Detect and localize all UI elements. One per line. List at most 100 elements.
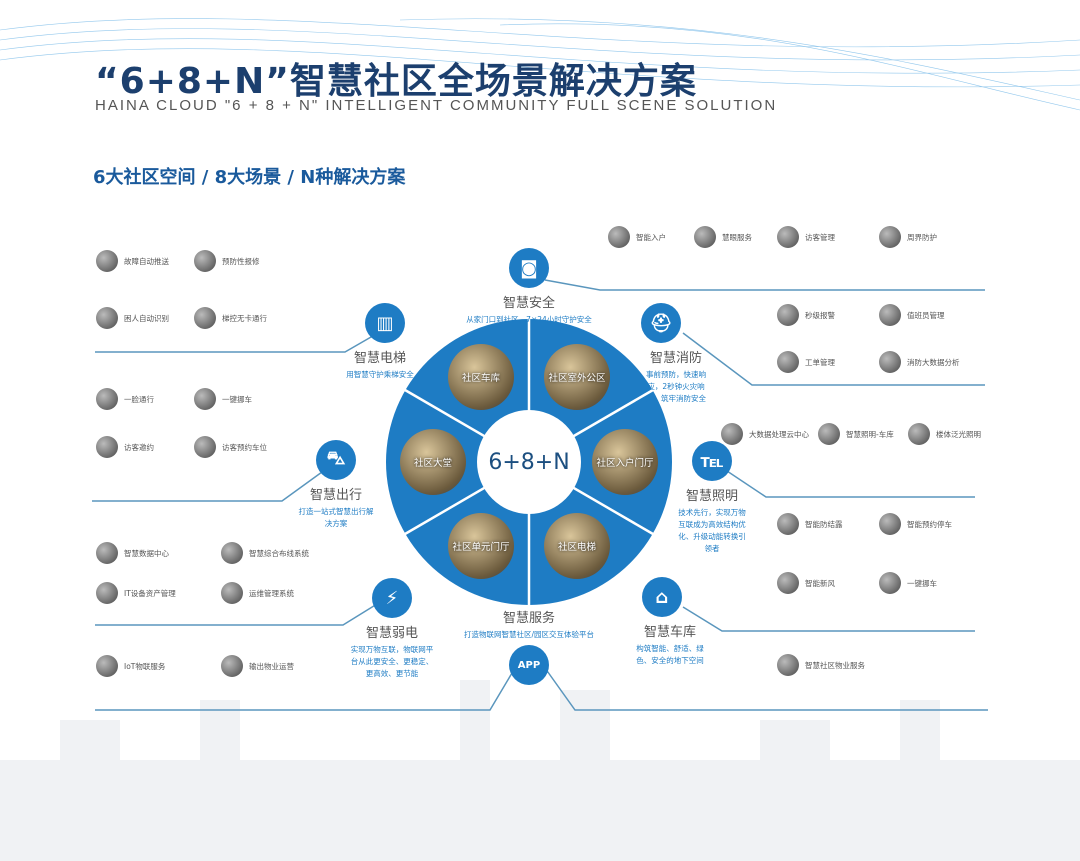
category-garage: ⌂智慧车库构筑智能、舒适、绿色、安全的地下空间 bbox=[634, 577, 706, 667]
space-outdoor: 社区室外公区 bbox=[544, 344, 610, 410]
wheel-center-label: 6+8+N bbox=[477, 410, 581, 514]
space-entrance-hall: 社区入户门厅 bbox=[592, 429, 658, 495]
category-security: ◙智慧安全从家门口到社区，7×24小时守护安全 bbox=[429, 248, 629, 326]
feature-label: 消防大数据分析 bbox=[907, 357, 960, 367]
space-garage: 社区车库 bbox=[448, 344, 514, 410]
feature-thumbnail bbox=[194, 436, 216, 458]
feature-item: 智能新风 bbox=[777, 572, 835, 594]
feature-item: 智能入户 bbox=[608, 226, 666, 248]
feature-label: 运维管理系统 bbox=[249, 588, 294, 598]
feature-thumbnail bbox=[96, 388, 118, 410]
feature-label: 困人自动识别 bbox=[124, 313, 169, 323]
space-lobby: 社区大堂 bbox=[400, 429, 466, 495]
feature-thumbnail bbox=[221, 542, 243, 564]
feature-item: 消防大数据分析 bbox=[879, 351, 960, 373]
feature-item: IT设备资产管理 bbox=[96, 582, 176, 604]
feature-item: 一键挪车 bbox=[194, 388, 252, 410]
feature-label: 访客预约车位 bbox=[222, 442, 267, 452]
category-weak-current: ⚡智慧弱电实现万物互联，物联网平台从此更安全、更稳定、更高效、更节能 bbox=[349, 578, 435, 680]
feature-item: 楼体泛光照明 bbox=[908, 423, 981, 445]
category-travel: ⛍智慧出行打造一站式智慧出行解决方案 bbox=[296, 440, 376, 530]
feature-thumbnail bbox=[221, 582, 243, 604]
feature-item: 一键挪车 bbox=[879, 572, 937, 594]
feature-item: 工单管理 bbox=[777, 351, 835, 373]
feature-item: 困人自动识别 bbox=[96, 307, 169, 329]
feature-thumbnail bbox=[879, 572, 901, 594]
feature-thumbnail bbox=[908, 423, 930, 445]
feature-item: 访客邀约 bbox=[96, 436, 154, 458]
feature-thumbnail bbox=[96, 542, 118, 564]
feature-label: 智能预约停车 bbox=[907, 519, 952, 529]
feature-thumbnail bbox=[96, 436, 118, 458]
feature-item: 故障自动推送 bbox=[96, 250, 169, 272]
feature-label: 值班员管理 bbox=[907, 310, 945, 320]
feature-item: 慧眼服务 bbox=[694, 226, 752, 248]
feature-item: 大数据处理云中心 bbox=[721, 423, 809, 445]
feature-thumbnail bbox=[96, 250, 118, 272]
feature-thumbnail bbox=[777, 226, 799, 248]
feature-item: 秒级报警 bbox=[777, 304, 835, 326]
elevator-icon: ▥ bbox=[365, 303, 405, 343]
feature-label: 智慧社区物业服务 bbox=[805, 660, 865, 670]
feature-item: 访客预约车位 bbox=[194, 436, 267, 458]
feature-thumbnail bbox=[96, 582, 118, 604]
feature-item: 智慧数据中心 bbox=[96, 542, 169, 564]
feature-label: 预防性报修 bbox=[222, 256, 260, 266]
street-lamp-icon: ℡ bbox=[692, 441, 732, 481]
feature-thumbnail bbox=[96, 655, 118, 677]
feature-item: 智慧社区物业服务 bbox=[777, 654, 865, 676]
feature-label: 智能新风 bbox=[805, 578, 835, 588]
feature-label: 智能入户 bbox=[636, 232, 666, 242]
feature-item: 一脸通行 bbox=[96, 388, 154, 410]
feature-thumbnail bbox=[721, 423, 743, 445]
feature-label: 智慧数据中心 bbox=[124, 548, 169, 558]
feature-thumbnail bbox=[777, 572, 799, 594]
feature-item: 访客管理 bbox=[777, 226, 835, 248]
feature-thumbnail bbox=[777, 351, 799, 373]
feature-label: 大数据处理云中心 bbox=[749, 429, 809, 439]
feature-thumbnail bbox=[694, 226, 716, 248]
category-fire: ⛑智慧消防事前预防，快速响应，2秒钟火灾响应，筑牢消防安全 bbox=[641, 303, 711, 405]
feature-thumbnail bbox=[879, 304, 901, 326]
category-elevator: ▥智慧电梯用智慧守护乘梯安全 bbox=[325, 303, 435, 381]
feature-item: 输出物业运营 bbox=[221, 655, 294, 677]
app-icon: APP bbox=[509, 645, 549, 685]
feature-thumbnail bbox=[96, 307, 118, 329]
feature-label: 智能防结露 bbox=[805, 519, 843, 529]
feature-thumbnail bbox=[777, 304, 799, 326]
feature-label: 智慧综合布线系统 bbox=[249, 548, 309, 558]
feature-label: 一脸通行 bbox=[124, 394, 154, 404]
car-gate-icon: ⛍ bbox=[316, 440, 356, 480]
feature-item: 预防性报修 bbox=[194, 250, 260, 272]
camera-icon: ◙ bbox=[509, 248, 549, 288]
feature-item: 值班员管理 bbox=[879, 304, 945, 326]
feature-thumbnail bbox=[221, 655, 243, 677]
feature-thumbnail bbox=[194, 307, 216, 329]
lightning-icon: ⚡ bbox=[372, 578, 412, 618]
feature-thumbnail bbox=[777, 654, 799, 676]
feature-item: 周界防护 bbox=[879, 226, 937, 248]
feature-thumbnail bbox=[777, 513, 799, 535]
feature-thumbnail bbox=[194, 250, 216, 272]
helmet-icon: ⛑ bbox=[641, 303, 681, 343]
space-unit-hall: 社区单元门厅 bbox=[448, 513, 514, 579]
feature-label: 输出物业运营 bbox=[249, 661, 294, 671]
feature-label: 故障自动推送 bbox=[124, 256, 169, 266]
feature-item: 梯控无卡通行 bbox=[194, 307, 267, 329]
feature-label: IoT物联服务 bbox=[124, 661, 166, 671]
feature-thumbnail bbox=[879, 351, 901, 373]
house-car-icon: ⌂ bbox=[642, 577, 682, 617]
feature-label: 智慧照明-车库 bbox=[846, 429, 894, 439]
feature-label: 慧眼服务 bbox=[722, 232, 752, 242]
feature-item: IoT物联服务 bbox=[96, 655, 165, 677]
feature-label: 楼体泛光照明 bbox=[936, 429, 981, 439]
feature-thumbnail bbox=[879, 513, 901, 535]
page-subtitle: HAINA CLOUD "6 + 8 + N" INTELLIGENT COMM… bbox=[95, 97, 778, 114]
feature-item: 智慧照明-车库 bbox=[818, 423, 894, 445]
feature-label: 访客邀约 bbox=[124, 442, 154, 452]
feature-label: 工单管理 bbox=[805, 357, 835, 367]
feature-item: 智能防结露 bbox=[777, 513, 843, 535]
feature-label: 秒级报警 bbox=[805, 310, 835, 320]
feature-label: 一键挪车 bbox=[907, 578, 937, 588]
